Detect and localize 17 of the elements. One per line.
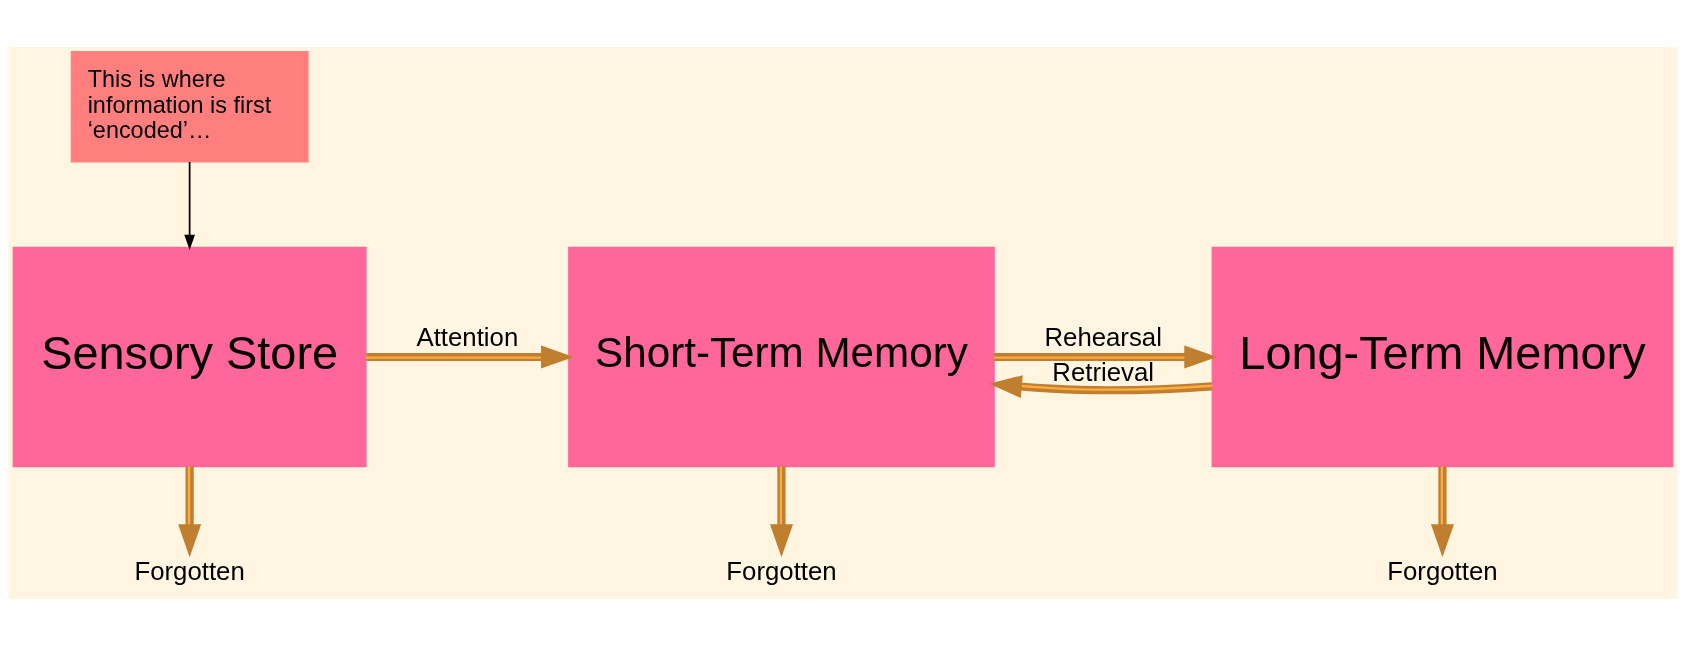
edge-label: Attention bbox=[416, 322, 519, 351]
node-box: Short-Term Memory bbox=[568, 246, 995, 468]
node-text: Forgotten bbox=[134, 556, 245, 585]
edge-label: Rehearsal bbox=[1044, 322, 1162, 351]
node-box: Sensory Store bbox=[12, 246, 367, 468]
arrow bbox=[989, 375, 1213, 399]
arrow bbox=[178, 466, 202, 558]
arrow bbox=[994, 345, 1218, 369]
node-text: Forgotten bbox=[726, 556, 837, 585]
arrow bbox=[366, 345, 574, 369]
edge-label: Retrieval bbox=[1052, 358, 1155, 387]
node-box: Long-Term Memory bbox=[1211, 246, 1674, 468]
arrow bbox=[184, 161, 195, 251]
arrow bbox=[1430, 466, 1454, 558]
arrow bbox=[769, 466, 793, 558]
node-text: Forgotten bbox=[1387, 556, 1498, 585]
node-box: This is where information is first ‘encoded’… bbox=[70, 51, 309, 163]
